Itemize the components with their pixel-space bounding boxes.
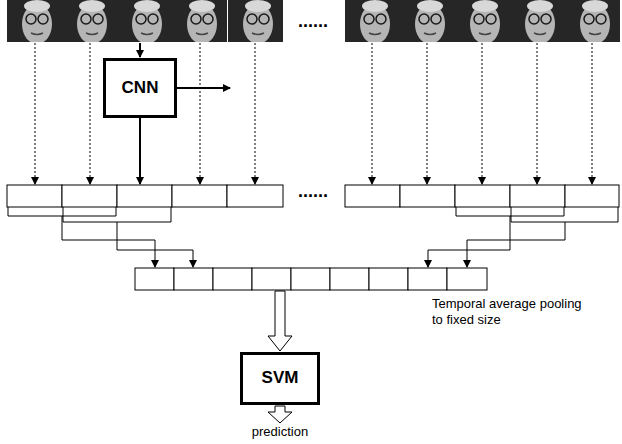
feature-cell (172, 185, 227, 207)
dotted-arrow (255, 43, 256, 184)
pooled-cell (369, 268, 408, 290)
dotted-arrows (35, 43, 592, 184)
ellipsis-mark: ...... (285, 180, 341, 203)
feature-cell (62, 185, 117, 207)
video-frame (7, 0, 62, 44)
video-frame (62, 0, 117, 44)
pooled-cell (135, 268, 174, 290)
dotted-arrow (427, 43, 428, 184)
pooling-line (428, 216, 510, 267)
video-frames (7, 0, 620, 44)
pooled-cell (213, 268, 252, 290)
pooled-cell (252, 268, 291, 290)
video-frame (565, 0, 620, 44)
window-bracket (511, 207, 618, 222)
pooling-lines (62, 216, 565, 267)
hollow-arrow (268, 291, 292, 351)
video-frame (510, 0, 565, 44)
window-bracket (63, 207, 171, 222)
feature-cell (7, 185, 62, 207)
pooled-cell (408, 268, 447, 290)
window-bracket (456, 207, 564, 216)
pooled-cell (330, 268, 369, 290)
pooled-cell (447, 268, 487, 290)
dotted-arrow (372, 43, 373, 184)
ellipsis-mark: ...... (285, 10, 341, 33)
video-frame (228, 0, 283, 44)
input-arrow (139, 43, 141, 57)
dotted-arrow (35, 43, 36, 184)
output-arrow (177, 87, 230, 89)
dotted-arrow (537, 43, 538, 184)
video-frame (345, 0, 400, 44)
box-label: SVM (262, 369, 299, 388)
window-brackets (8, 207, 618, 222)
dotted-arrow (482, 43, 483, 184)
feature-cell (117, 185, 172, 207)
feature-cell (400, 185, 455, 207)
video-frame (172, 0, 227, 44)
video-frame (400, 0, 455, 44)
pooling-note: Temporal average pooling to fixed size (432, 296, 582, 329)
svm-box: SVM (240, 352, 320, 405)
feature-cell (345, 185, 400, 207)
pooled-cell (174, 268, 213, 290)
box-label: CNN (122, 79, 159, 98)
video-frame (455, 0, 510, 44)
dotted-arrow (90, 43, 91, 184)
output-label: prediction (220, 424, 340, 440)
feature-arrow (139, 118, 141, 184)
pooled-cell (291, 268, 330, 290)
feature-cell (565, 185, 619, 207)
pooling-line (467, 222, 565, 267)
pooling-line (117, 222, 193, 267)
window-bracket (8, 207, 116, 216)
feature-cell (227, 185, 283, 207)
feature-cell (510, 185, 565, 207)
dotted-arrow (592, 43, 593, 184)
pooling-line (62, 216, 155, 267)
dotted-arrow (200, 43, 201, 184)
cnn-box: CNN (103, 58, 177, 118)
pooled-cells (135, 268, 487, 290)
feature-cell (455, 185, 510, 207)
hollow-arrow (268, 406, 292, 423)
video-frame (117, 0, 172, 44)
